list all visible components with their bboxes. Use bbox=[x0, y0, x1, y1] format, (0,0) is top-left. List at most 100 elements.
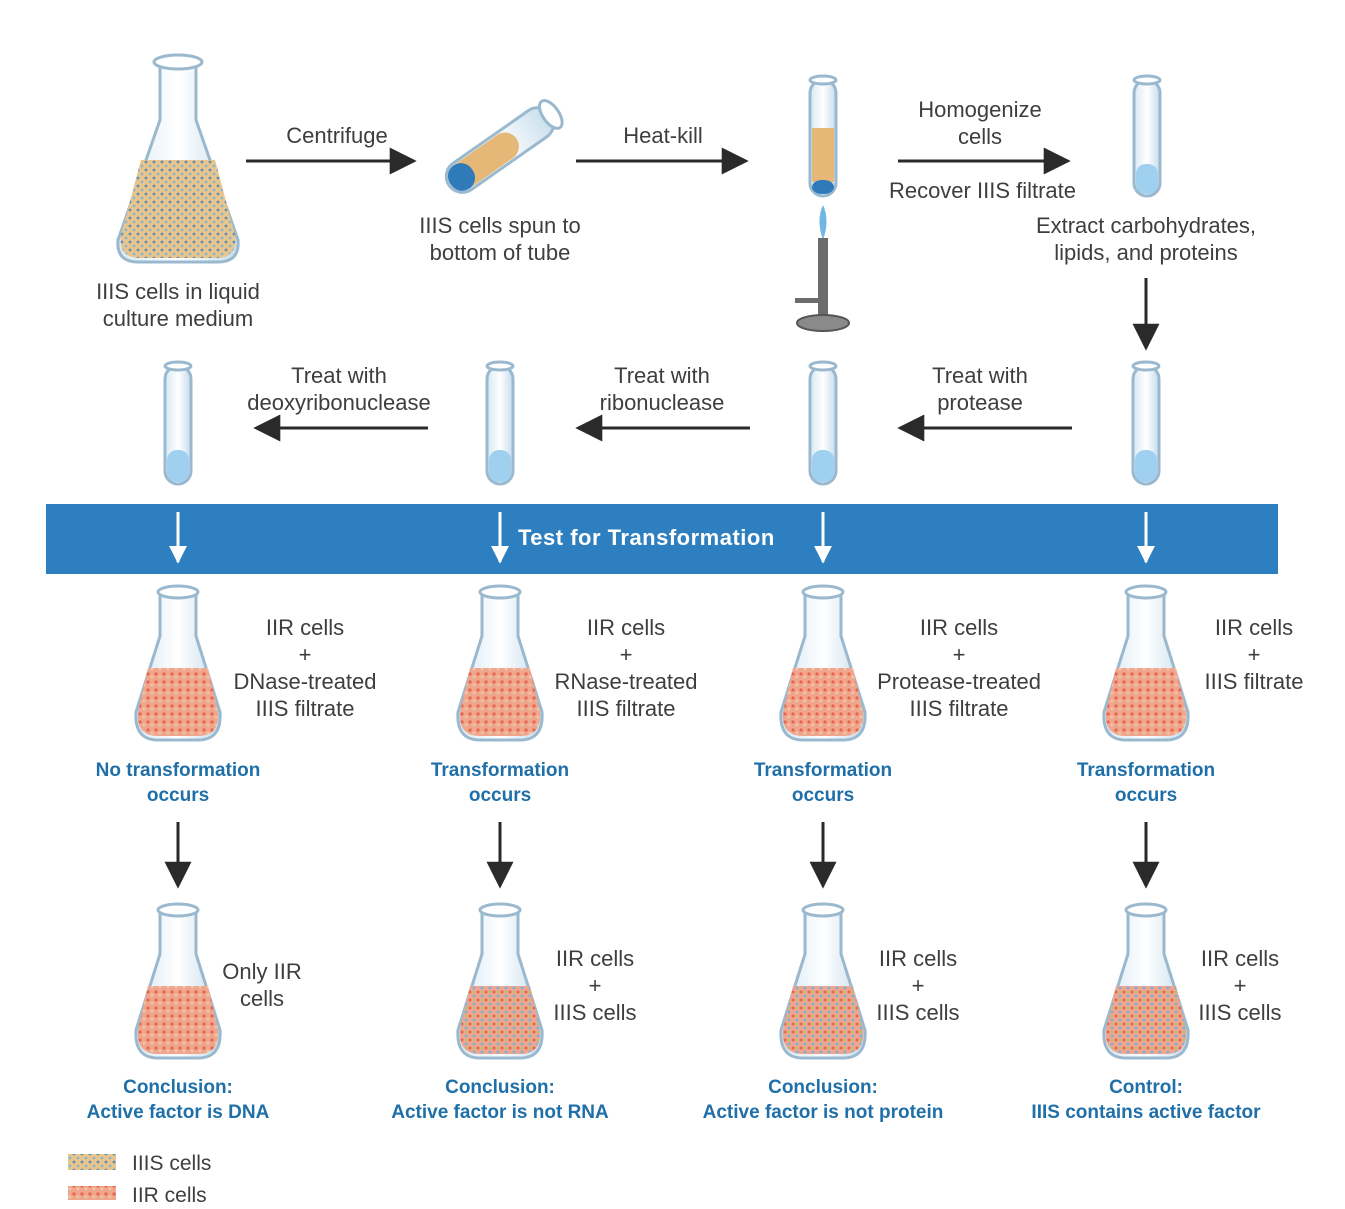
test-flask-3 bbox=[779, 584, 867, 742]
test-1-line1: IIR cells bbox=[265, 615, 345, 640]
final-1-line2: cells bbox=[239, 986, 284, 1011]
final-3-line1: IIR cells bbox=[878, 946, 958, 971]
test-flask-2 bbox=[456, 584, 544, 742]
result-1-line2: occurs bbox=[146, 785, 210, 806]
step-centrifuge: Centrifuge bbox=[286, 123, 388, 148]
test-2-line2: + bbox=[619, 642, 633, 667]
final-3-label: IIR cells + IIIS cells bbox=[868, 945, 968, 1026]
treatment-dnase-line2: deoxyribonuclease bbox=[247, 390, 431, 415]
tube-protease bbox=[808, 360, 838, 486]
test-4-label: IIR cells + IIIS filtrate bbox=[1192, 614, 1316, 695]
treatment-dnase-line1: Treat with bbox=[291, 363, 387, 388]
extract-line2: lipids, and proteins bbox=[1054, 240, 1238, 265]
band-label: Test for Transformation bbox=[518, 525, 775, 550]
heated-tube bbox=[808, 74, 838, 198]
treatment-protease-line1: Treat with bbox=[932, 363, 1028, 388]
treatment-rnase-line2: ribonuclease bbox=[599, 390, 725, 415]
final-2-line1: IIR cells bbox=[555, 946, 635, 971]
result-3-line1: Transformation bbox=[753, 760, 893, 781]
result-flask-4 bbox=[1102, 902, 1190, 1060]
conclusion-4: Control: IIIS contains active factor bbox=[1000, 1075, 1292, 1125]
tube-untreated bbox=[1131, 360, 1161, 486]
conclusion-1: Conclusion: Active factor is DNA bbox=[48, 1075, 308, 1125]
final-2-line3: IIIS cells bbox=[553, 1000, 637, 1025]
legend-swatch-iiis bbox=[68, 1154, 116, 1170]
extract-line1: Extract carbohydrates, bbox=[1035, 213, 1257, 238]
legend-label-iiis: IIIS cells bbox=[132, 1152, 212, 1175]
final-2-line2: + bbox=[588, 973, 602, 998]
centrifuged-tube bbox=[444, 99, 564, 194]
final-3-line3: IIIS cells bbox=[876, 1000, 960, 1025]
result-4: Transformation occurs bbox=[1026, 758, 1266, 808]
final-2-label: IIR cells + IIIS cells bbox=[545, 945, 645, 1026]
conclusion-1-line1: Conclusion: bbox=[123, 1077, 233, 1098]
test-3-label: IIR cells + Protease-treated IIIS filtra… bbox=[864, 614, 1054, 722]
test-4-line2: + bbox=[1247, 642, 1261, 667]
test-1-line2: + bbox=[298, 642, 312, 667]
final-4-line2: + bbox=[1233, 973, 1247, 998]
test-1-line3: DNase-treated bbox=[233, 669, 377, 694]
final-1-label: Only IIR cells bbox=[212, 958, 312, 1012]
conclusion-2-line1: Conclusion: bbox=[445, 1077, 555, 1098]
legend-label-iir: IIR cells bbox=[132, 1184, 207, 1207]
final-1-line1: Only IIR bbox=[222, 959, 302, 984]
conclusion-2-line2: Active factor is not RNA bbox=[391, 1102, 609, 1123]
tube-label: IIIS cells spun to bottom of tube bbox=[400, 212, 600, 266]
treatment-protease: Treat with protease bbox=[905, 362, 1055, 416]
result-2: Transformation occurs bbox=[380, 758, 620, 808]
test-band bbox=[46, 504, 1278, 574]
final-4-label: IIR cells + IIIS cells bbox=[1190, 945, 1290, 1026]
result-1-line1: No transformation bbox=[95, 760, 261, 781]
result-flask-2 bbox=[456, 902, 544, 1060]
tube-dnase bbox=[163, 360, 193, 486]
final-4-line3: IIIS cells bbox=[1198, 1000, 1282, 1025]
result-1: No transformation occurs bbox=[58, 758, 298, 808]
test-flask-4 bbox=[1102, 584, 1190, 742]
conclusion-4-line2: IIIS contains active factor bbox=[1031, 1102, 1261, 1123]
test-1-label: IIR cells + DNase-treated IIIS filtrate bbox=[220, 614, 390, 722]
test-flask-1 bbox=[134, 584, 222, 742]
test-2-line1: IIR cells bbox=[586, 615, 666, 640]
tube-label-line1: IIIS cells spun to bbox=[419, 213, 581, 238]
treatment-protease-line2: protease bbox=[937, 390, 1023, 415]
extract-label: Extract carbohydrates, lipids, and prote… bbox=[1018, 212, 1274, 266]
culture-label-line2: culture medium bbox=[102, 306, 254, 331]
homogenize-line2: cells bbox=[957, 124, 1002, 149]
treatment-dnase: Treat with deoxyribonuclease bbox=[236, 362, 442, 416]
step-heat-kill: Heat-kill bbox=[623, 123, 703, 148]
test-2-line3: RNase-treated bbox=[554, 669, 698, 694]
final-3-line2: + bbox=[911, 973, 925, 998]
result-4-line1: Transformation bbox=[1076, 760, 1216, 781]
culture-label-line1: IIIS cells in liquid bbox=[96, 279, 260, 304]
test-1-line4: IIIS filtrate bbox=[255, 696, 355, 721]
homogenize-line1: Homogenize bbox=[918, 97, 1042, 122]
test-2-label: IIR cells + RNase-treated IIIS filtrate bbox=[544, 614, 708, 722]
conclusion-3-line1: Conclusion: bbox=[768, 1077, 878, 1098]
bunsen-burner bbox=[795, 205, 850, 332]
result-2-line1: Transformation bbox=[430, 760, 570, 781]
step-homogenize: Homogenize cells bbox=[880, 96, 1080, 150]
result-flask-3 bbox=[779, 902, 867, 1060]
test-4-line1: IIR cells bbox=[1214, 615, 1294, 640]
tube-label-line2: bottom of tube bbox=[429, 240, 571, 265]
culture-flask bbox=[116, 53, 240, 264]
legend-swatch-iir bbox=[68, 1186, 116, 1200]
filtrate-tube bbox=[1132, 74, 1162, 198]
test-2-line4: IIIS filtrate bbox=[576, 696, 676, 721]
conclusion-4-line1: Control: bbox=[1109, 1077, 1183, 1098]
result-3-line2: occurs bbox=[791, 785, 855, 806]
treatment-rnase-line1: Treat with bbox=[614, 363, 710, 388]
tube-rnase bbox=[485, 360, 515, 486]
test-3-line4: IIIS filtrate bbox=[909, 696, 1009, 721]
conclusion-3-line2: Active factor is not protein bbox=[702, 1102, 944, 1123]
conclusion-2: Conclusion: Active factor is not RNA bbox=[358, 1075, 642, 1125]
test-3-line3: Protease-treated bbox=[877, 669, 1041, 694]
test-4-line3: IIIS filtrate bbox=[1204, 669, 1304, 694]
result-3: Transformation occurs bbox=[703, 758, 943, 808]
final-4-line1: IIR cells bbox=[1200, 946, 1280, 971]
test-3-line1: IIR cells bbox=[919, 615, 999, 640]
result-2-line2: occurs bbox=[468, 785, 532, 806]
treatment-rnase: Treat with ribonuclease bbox=[580, 362, 744, 416]
